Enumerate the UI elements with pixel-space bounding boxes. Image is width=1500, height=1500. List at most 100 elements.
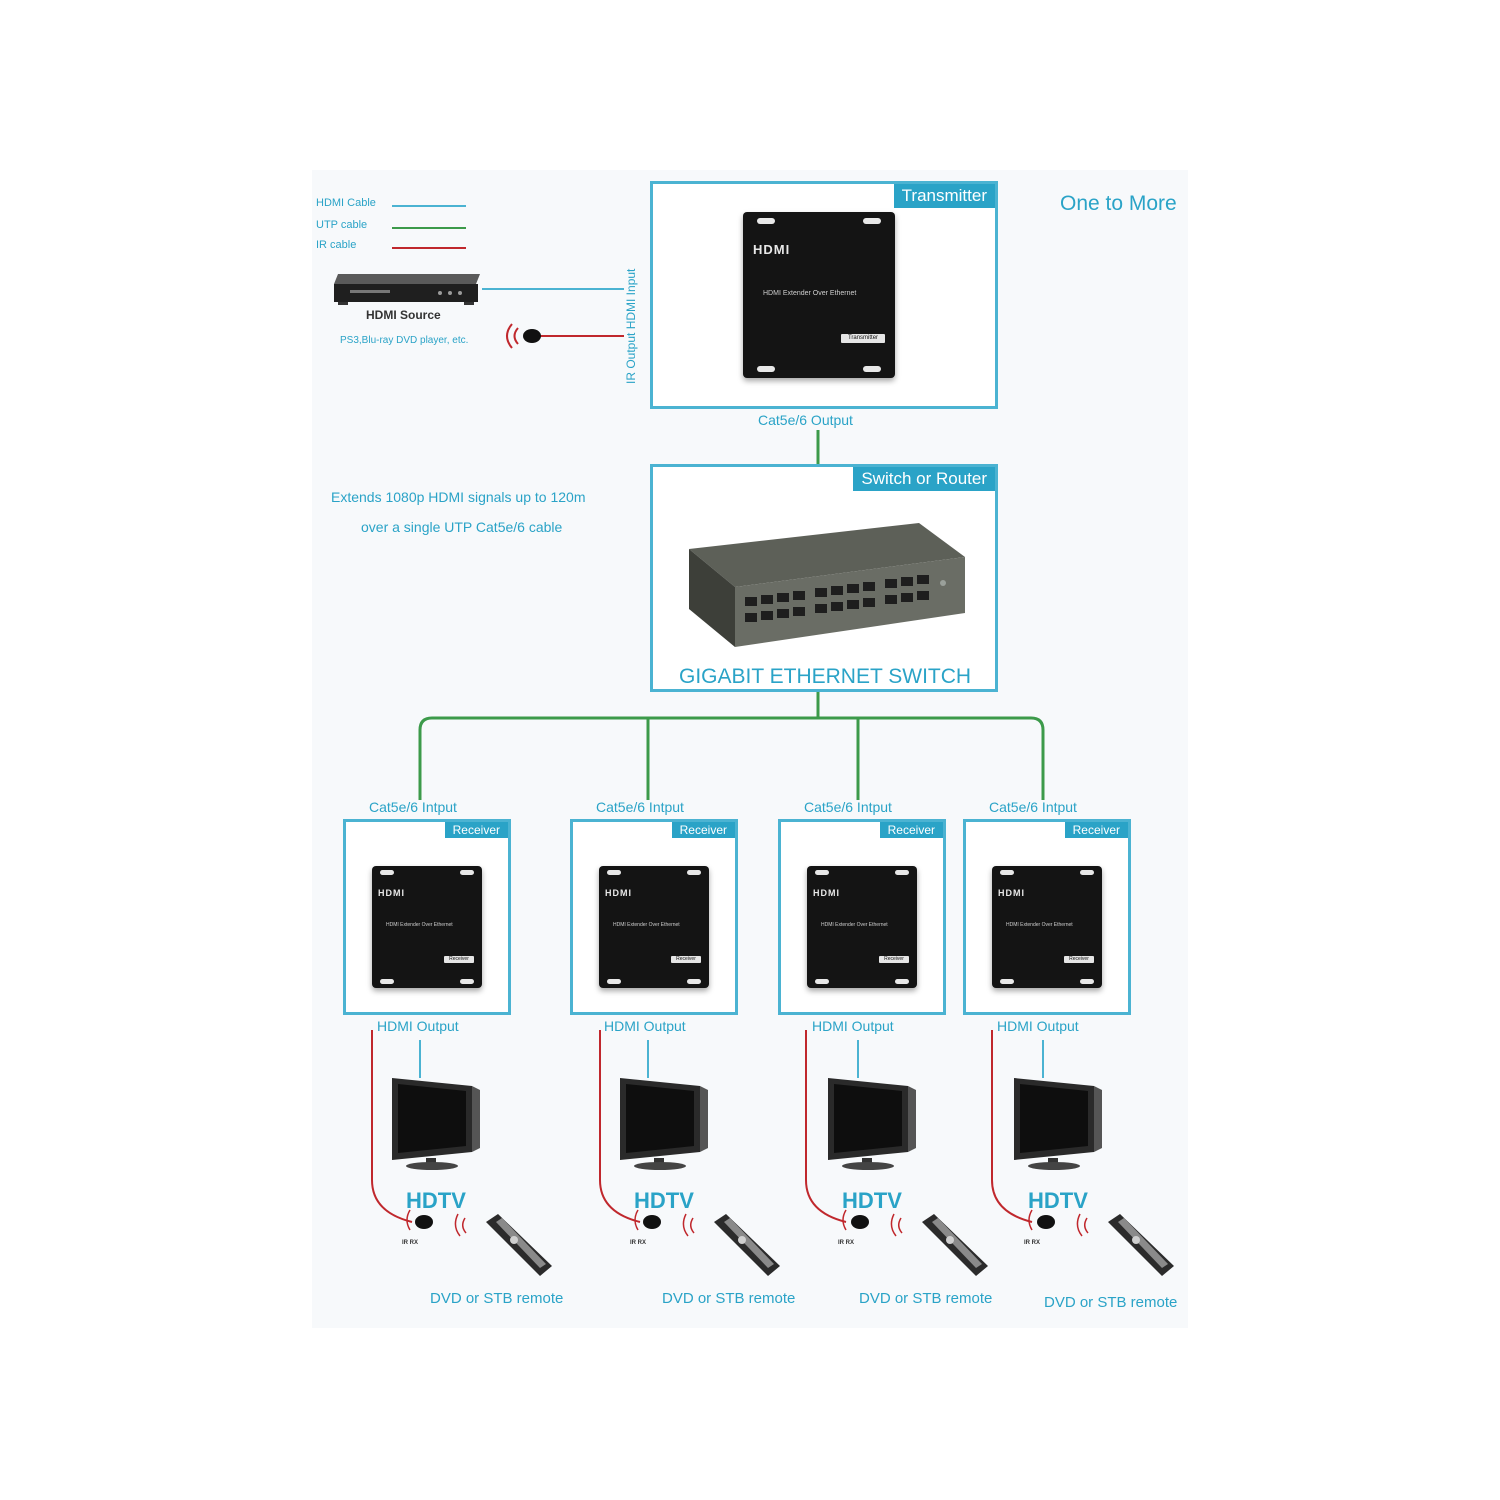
receiver-box: Receiver HDMI HDMI Extender Over Etherne… [963,819,1131,1015]
mount-ear [863,366,881,372]
remote-label: DVD or STB remote [430,1290,564,1307]
mount-ear [460,979,474,984]
remote-control-icon [1076,1213,1174,1276]
mount-ear [757,366,775,372]
ir-receiver-icon [406,1209,433,1231]
receiver-box: Receiver HDMI HDMI Extender Over Etherne… [778,819,946,1015]
description-line-1: Extends 1080p HDMI signals up to 120m [331,489,586,505]
ir-rx-cable-1 [371,1030,413,1223]
remote-label: DVD or STB remote [859,1290,993,1307]
ethernet-switch-icon [689,523,965,647]
receiver-output-label: HDMI Output [812,1018,894,1034]
mount-ear [757,218,775,224]
device-plate: Receiver [444,956,474,963]
mount-ear [687,979,701,984]
remote-control-icon [682,1213,780,1276]
mount-ear [895,870,909,875]
receiver-device: HDMI HDMI Extender Over Ethernet Receive… [807,866,917,988]
ir-emitter-icon [506,323,541,349]
mount-ear [895,979,909,984]
ir-rx-cable-3 [805,1030,847,1223]
tv-label: HDTV [634,1188,694,1213]
device-plate: Receiver [1064,956,1094,963]
mount-ear [607,870,621,875]
device-logo: HDMI [753,242,791,257]
mount-ear [460,870,474,875]
ir-rx-label: IR RX [1024,1240,1041,1246]
mount-ear [687,870,701,875]
receiver-input-label: Cat5e/6 Intput [989,799,1077,815]
device-text: HDMI Extender Over Ethernet [386,922,453,928]
ir-rx-label: IR RX [630,1240,647,1246]
source-name: HDMI Source [366,308,441,322]
device-plate: Receiver [671,956,701,963]
receiver-input-label: Cat5e/6 Intput [369,799,457,815]
description-line-2: over a single UTP Cat5e/6 cable [361,519,563,535]
transmitter-side-label: IR Output HDMI Input [624,268,638,384]
device-text: HDMI Extender Over Ethernet [763,290,857,297]
mount-ear [1080,979,1094,984]
mount-ear [815,979,829,984]
receiver-tag: Receiver [1064,822,1128,838]
device-text: HDMI Extender Over Ethernet [821,922,888,928]
device-logo: HDMI [813,888,840,898]
mount-ear [1000,979,1014,984]
receiver-tag: Receiver [879,822,943,838]
ir-rx-cable-2 [599,1030,641,1223]
receiver-box: Receiver HDMI HDMI Extender Over Etherne… [343,819,511,1015]
tv-label: HDTV [842,1188,902,1213]
ir-rx-label: IR RX [402,1240,419,1246]
device-text: HDMI Extender Over Ethernet [613,922,680,928]
mount-ear [815,870,829,875]
remote-control-icon [454,1213,552,1276]
receiver-output-label: HDMI Output [997,1018,1079,1034]
ir-receiver-icon [842,1209,869,1231]
receiver-device: HDMI HDMI Extender Over Ethernet Receive… [599,866,709,988]
mount-ear [607,979,621,984]
source-subtitle: PS3,Blu-ray DVD player, etc. [340,335,469,346]
device-plate: Receiver [879,956,909,963]
receiver-tag: Receiver [444,822,508,838]
mount-ear [1080,870,1094,875]
switch-caption: GIGABIT ETHERNET SWITCH [679,665,972,688]
ir-receiver-icon [634,1209,661,1231]
mount-ear [1000,870,1014,875]
receiver-input-label: Cat5e/6 Intput [804,799,892,815]
transmitter-output-label: Cat5e/6 Output [758,412,853,428]
transmitter-box: Transmitter HDMI HDMI Extender Over Ethe… [650,181,998,409]
mount-ear [863,218,881,224]
ir-receiver-icon [1028,1209,1055,1231]
device-logo: HDMI [605,888,632,898]
receiver-box: Receiver HDMI HDMI Extender Over Etherne… [570,819,738,1015]
remote-label: DVD or STB remote [1044,1294,1178,1311]
mount-ear [380,870,394,875]
remote-control-icon [890,1213,988,1276]
legend-hdmi-label: HDMI Cable [316,197,376,209]
device-logo: HDMI [998,888,1025,898]
receiver-output-label: HDMI Output [377,1018,459,1034]
device-plate: Transmitter [841,334,885,343]
tv-icon [620,1078,708,1170]
dvd-player-icon [334,274,480,305]
switch-tag: Switch or Router [853,467,995,491]
tv-icon [392,1078,480,1170]
ir-rx-cable-4 [991,1030,1033,1223]
tv-label: HDTV [406,1188,466,1213]
ir-rx-label: IR RX [838,1240,855,1246]
tv-icon [1014,1078,1102,1170]
receiver-output-label: HDMI Output [604,1018,686,1034]
transmitter-device: HDMI HDMI Extender Over Ethernet Transmi… [743,212,895,378]
page-title: One to More [1060,192,1177,215]
receiver-input-label: Cat5e/6 Intput [596,799,684,815]
remote-label: DVD or STB remote [662,1290,796,1307]
legend-utp-label: UTP cable [316,219,368,231]
receiver-device: HDMI HDMI Extender Over Ethernet Receive… [992,866,1102,988]
device-logo: HDMI [378,888,405,898]
mount-ear [380,979,394,984]
utp-branch-cables [418,690,1045,800]
device-text: HDMI Extender Over Ethernet [1006,922,1073,928]
tv-label: HDTV [1028,1188,1088,1213]
receiver-device: HDMI HDMI Extender Over Ethernet Receive… [372,866,482,988]
receiver-tag: Receiver [671,822,735,838]
